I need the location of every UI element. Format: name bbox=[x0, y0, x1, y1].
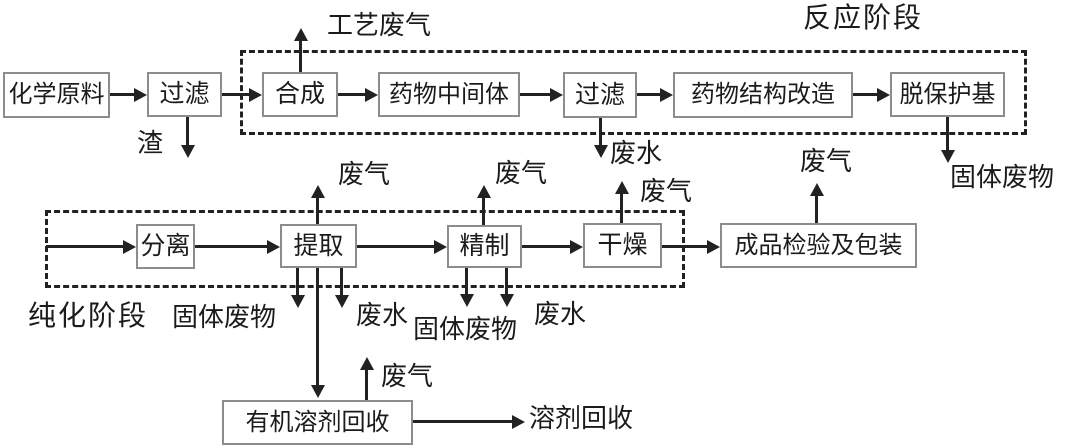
arrow-separation-to-extraction bbox=[195, 239, 280, 254]
label-solid-waste-refining: 固体废物 bbox=[413, 315, 518, 344]
node-deprotection: 脱保护基 bbox=[890, 72, 1005, 117]
arrow-filter2-to-structure-mod bbox=[637, 87, 673, 102]
label-process-waste-gas: 工艺废气 bbox=[327, 11, 432, 40]
arrow-extraction-to-wastewater bbox=[334, 268, 349, 308]
label-solvent-recovered: 溶剂回收 bbox=[529, 404, 634, 433]
arrow-refining-to-solid-waste bbox=[459, 268, 474, 307]
arrow-solvent-unit-to-waste-gas bbox=[359, 357, 374, 400]
arrow-extraction-to-solvent-unit bbox=[310, 268, 325, 398]
node-extraction: 提取 bbox=[280, 224, 357, 268]
label-slag: 渣 bbox=[137, 129, 164, 158]
arrow-extraction-to-solid-waste bbox=[290, 268, 305, 308]
arrow-refining-to-drying bbox=[522, 239, 583, 254]
arrow-synthesis-to-process-gas bbox=[293, 28, 308, 72]
arrow-structure-mod-to-deprotection bbox=[853, 87, 890, 102]
node-filter-2: 过滤 bbox=[563, 72, 637, 118]
arrow-extraction-to-refining bbox=[357, 239, 447, 254]
node-refining: 精制 bbox=[447, 225, 522, 268]
arrow-drying-to-inspection bbox=[662, 239, 720, 254]
label-waste-gas-inspection: 废气 bbox=[800, 147, 853, 176]
arrow-solvent-unit-to-solvent-recovered bbox=[413, 414, 525, 429]
label-solid-waste-extraction: 固体废物 bbox=[172, 303, 277, 332]
reaction-stage-label: 反应阶段 bbox=[803, 3, 924, 34]
label-solid-waste-deprotection: 固体废物 bbox=[950, 163, 1055, 192]
node-filter-1: 过滤 bbox=[147, 72, 222, 117]
label-wastewater-extraction: 废水 bbox=[356, 301, 409, 330]
label-waste-gas-solvent-unit: 废气 bbox=[381, 362, 434, 391]
arrow-extraction-to-waste-gas bbox=[310, 185, 325, 224]
reaction-stage-dashed-box bbox=[240, 50, 1027, 135]
node-inspection-packaging: 成品检验及包装 bbox=[720, 223, 917, 268]
arrow-filter2-to-wastewater bbox=[593, 118, 608, 158]
arrow-entry-to-separation bbox=[46, 239, 136, 254]
arrow-intermediate-to-filter2 bbox=[520, 87, 563, 102]
arrow-inspection-to-waste-gas bbox=[809, 183, 824, 223]
arrow-drying-to-waste-gas bbox=[614, 181, 629, 223]
arrow-filter1-to-synthesis bbox=[222, 87, 262, 102]
arrow-deprotection-to-solid-waste bbox=[940, 117, 955, 163]
arrow-raw-to-filter1 bbox=[110, 87, 147, 102]
label-waste-gas-drying: 废气 bbox=[640, 177, 693, 206]
node-synthesis: 合成 bbox=[262, 72, 338, 117]
purification-stage-dashed-box bbox=[45, 210, 685, 288]
label-wastewater-filter2: 废水 bbox=[610, 139, 663, 168]
node-organic-solvent-recovery: 有机溶剂回收 bbox=[222, 400, 413, 445]
label-waste-gas-refining: 废气 bbox=[495, 159, 548, 188]
purification-stage-label: 纯化阶段 bbox=[28, 301, 149, 332]
label-wastewater-refining: 废水 bbox=[534, 300, 587, 329]
arrow-filter1-to-slag bbox=[180, 117, 195, 158]
label-waste-gas-extraction: 废气 bbox=[338, 160, 391, 189]
node-separation: 分离 bbox=[136, 224, 195, 269]
arrow-synthesis-to-intermediate bbox=[338, 87, 378, 102]
node-structure-modification: 药物结构改造 bbox=[673, 72, 853, 118]
node-drying: 干燥 bbox=[583, 223, 662, 268]
arrow-refining-to-wastewater bbox=[499, 268, 514, 307]
node-raw-material: 化学原料 bbox=[3, 72, 110, 118]
node-drug-intermediate: 药物中间体 bbox=[378, 72, 520, 117]
arrow-refining-to-waste-gas bbox=[476, 185, 491, 225]
